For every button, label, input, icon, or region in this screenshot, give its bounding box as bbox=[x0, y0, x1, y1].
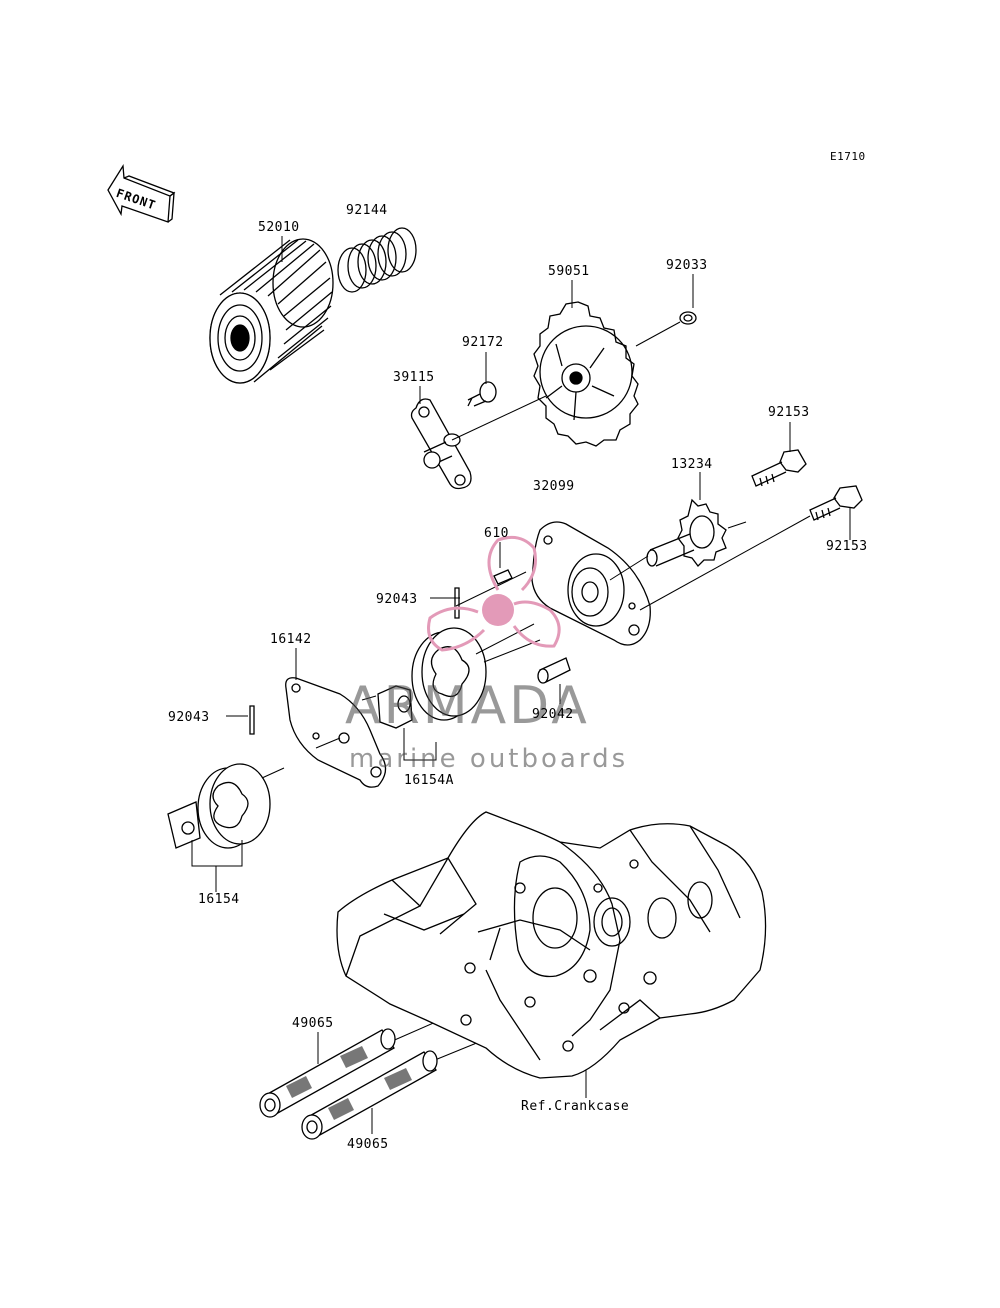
sprocket-59051 bbox=[533, 301, 639, 447]
pump-body-32099 bbox=[531, 521, 651, 646]
part-label-92043-lower[interactable]: 92043 bbox=[168, 710, 210, 725]
part-label-49065-lower[interactable]: 49065 bbox=[347, 1137, 389, 1152]
part-label-16154A[interactable]: 16154A bbox=[404, 773, 454, 788]
oil-filter-52010 bbox=[209, 238, 334, 384]
pin-92043-upper bbox=[454, 587, 460, 619]
part-label-49065-upper[interactable]: 49065 bbox=[292, 1016, 334, 1031]
rotor-set-16154 bbox=[167, 763, 271, 849]
part-label-39115[interactable]: 39115 bbox=[393, 370, 435, 385]
front-arrow bbox=[107, 163, 176, 223]
watermark-propeller-logo bbox=[427, 535, 561, 652]
crankcase-reference bbox=[336, 811, 767, 1079]
part-label-92144[interactable]: 92144 bbox=[346, 203, 388, 218]
plate-39115 bbox=[410, 398, 472, 490]
part-label-32099[interactable]: 32099 bbox=[533, 479, 575, 494]
rotor-inner-16154A bbox=[377, 685, 413, 729]
ref-crankcase-label: Ref.Crankcase bbox=[521, 1099, 630, 1114]
part-label-92153-lower[interactable]: 92153 bbox=[826, 539, 868, 554]
part-label-59051[interactable]: 59051 bbox=[548, 264, 590, 279]
assembly-axis-lines bbox=[261, 321, 811, 1063]
part-label-92043-upper[interactable]: 92043 bbox=[376, 592, 418, 607]
rotor-outer-upper bbox=[411, 627, 487, 721]
part-label-610[interactable]: 610 bbox=[484, 526, 509, 541]
screw-92172 bbox=[467, 381, 497, 407]
part-label-13234[interactable]: 13234 bbox=[671, 457, 713, 472]
part-label-92042[interactable]: 92042 bbox=[532, 707, 574, 722]
watermark-name: ARMADA bbox=[345, 676, 590, 736]
bolt-92153-lower bbox=[809, 485, 863, 521]
gear-13234 bbox=[646, 498, 727, 567]
diagram-code: E1710 bbox=[830, 150, 866, 163]
bolt-92153-upper bbox=[751, 449, 807, 487]
part-label-92172[interactable]: 92172 bbox=[462, 335, 504, 350]
part-label-92153-upper[interactable]: 92153 bbox=[768, 405, 810, 420]
pin-610 bbox=[493, 569, 513, 585]
watermark-subtitle: marine outboards bbox=[349, 744, 629, 774]
part-label-16154[interactable]: 16154 bbox=[198, 892, 240, 907]
part-label-52010[interactable]: 52010 bbox=[258, 220, 300, 235]
circlip-92033 bbox=[679, 311, 697, 325]
dowel-92042 bbox=[537, 657, 571, 684]
label-leaders bbox=[191, 236, 851, 1134]
strainer-49065-upper bbox=[259, 1028, 396, 1118]
pin-92043-lower bbox=[249, 705, 255, 735]
spring-92144 bbox=[337, 227, 417, 293]
strainer-49065-lower bbox=[301, 1050, 438, 1140]
part-label-16142[interactable]: 16142 bbox=[270, 632, 312, 647]
part-label-92033[interactable]: 92033 bbox=[666, 258, 708, 273]
